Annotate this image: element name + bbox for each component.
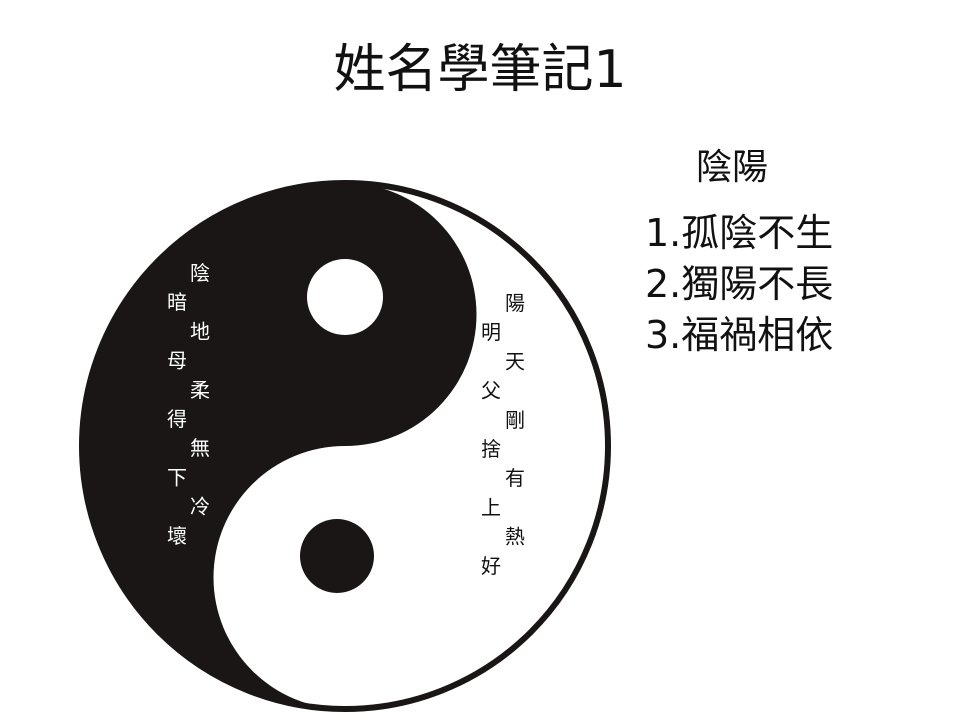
yin-dot xyxy=(300,519,374,593)
yang-attribute-char: 剛 xyxy=(505,408,525,432)
yin-attribute-char: 陰 xyxy=(190,261,210,285)
yin-attribute-char: 柔 xyxy=(190,378,210,402)
yin-attribute-char: 壞 xyxy=(167,524,187,548)
slide-title: 姓名學筆記1 xyxy=(333,40,627,100)
yin-attribute-char: 地 xyxy=(190,319,210,343)
yang-attribute-char: 熱 xyxy=(505,525,525,549)
yang-dot xyxy=(307,259,383,335)
yin-attribute-char: 冷 xyxy=(190,495,210,519)
yang-attribute-char: 陽 xyxy=(505,291,525,315)
list-item: 3.福禍相依 xyxy=(645,313,834,357)
yang-attribute-char: 父 xyxy=(481,379,501,403)
list-item: 2.獨陽不長 xyxy=(645,262,834,306)
yin-attribute-char: 得 xyxy=(167,407,187,431)
yin-attribute-char: 母 xyxy=(167,349,187,373)
section-heading: 陰陽 xyxy=(696,147,769,188)
yang-attribute-char: 捨 xyxy=(481,437,501,461)
yin-attribute-char: 下 xyxy=(167,465,187,489)
yin-attribute-char: 無 xyxy=(190,436,210,460)
yin-attribute-char: 暗 xyxy=(167,290,187,314)
yang-attribute-char: 明 xyxy=(481,320,501,344)
list-item: 1.孤陰不生 xyxy=(645,211,834,255)
yang-attribute-char: 有 xyxy=(505,466,525,490)
yang-attribute-char: 上 xyxy=(481,495,501,519)
yang-attribute-char: 天 xyxy=(505,349,525,373)
yang-attribute-char: 好 xyxy=(481,554,501,578)
